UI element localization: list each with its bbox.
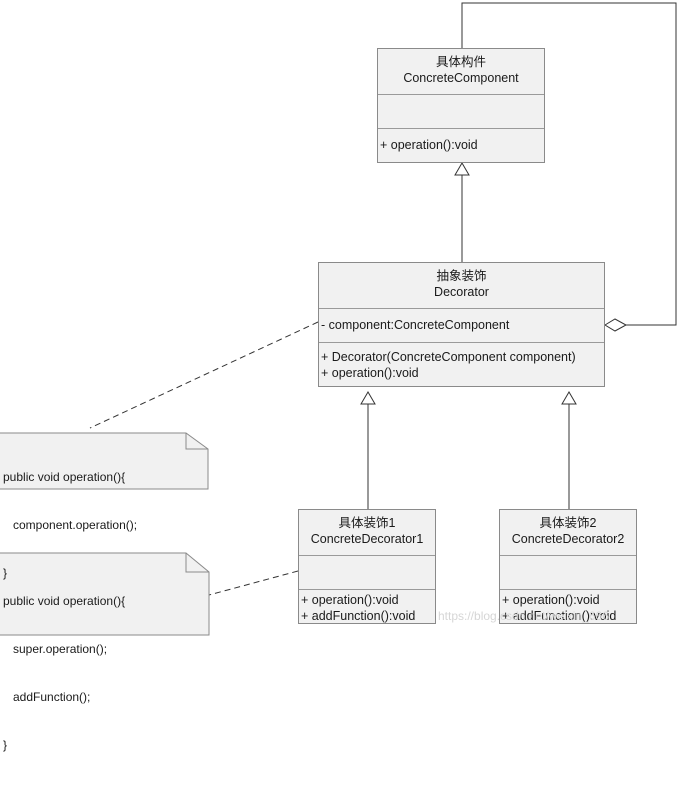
class-title-en: ConcreteDecorator1 — [310, 532, 424, 546]
note-line: super.operation(); — [3, 642, 108, 656]
note-line: public void operation(){ — [3, 594, 126, 608]
attributes-section: - component:ConcreteComponent — [319, 309, 604, 343]
attributes-section — [500, 556, 636, 590]
class-concrete-decorator2: 具体装饰2 ConcreteDecorator2 + operation():v… — [499, 509, 637, 624]
inheritance-arrow-decorator1 — [360, 391, 376, 405]
inheritance-arrow-decorator2 — [561, 391, 577, 405]
class-title-en: ConcreteDecorator2 — [511, 532, 625, 546]
class-concrete-component: 具体构件 ConcreteComponent + operation():voi… — [377, 48, 545, 163]
operation: + operation():void — [301, 593, 399, 607]
class-name: 抽象装饰 Decorator — [319, 263, 604, 309]
operation: + operation():void — [380, 138, 478, 152]
attribute: - component:ConcreteComponent — [321, 318, 510, 332]
note-line: } — [3, 738, 8, 752]
aggregation-diamond — [604, 318, 628, 332]
note2-fold — [185, 553, 209, 573]
watermark: https://blog.csdn.net/weixin_666 — [438, 609, 609, 623]
class-decorator: 抽象装饰 Decorator - component:ConcreteCompo… — [318, 262, 605, 387]
operations-section: + Decorator(ConcreteComponent component)… — [319, 343, 604, 381]
inheritance-arrow-decorator — [454, 162, 470, 176]
operation: + operation():void — [321, 366, 419, 380]
operation: + addFunction():void — [502, 609, 617, 623]
attributes-section — [299, 556, 435, 590]
note-text: public void operation(){ component.opera… — [3, 437, 137, 613]
attributes-section — [378, 95, 544, 129]
note-text: public void operation(){ super.operation… — [3, 561, 125, 785]
class-title-cn: 抽象装饰 — [436, 269, 487, 283]
note2-anchor — [208, 570, 299, 596]
note-line: } — [3, 566, 8, 580]
class-title-cn: 具体装饰2 — [539, 516, 597, 530]
class-title-en: ConcreteComponent — [403, 71, 519, 85]
class-concrete-decorator1: 具体装饰1 ConcreteDecorator1 + operation():v… — [298, 509, 436, 624]
note1-fold — [185, 433, 208, 450]
class-title-en: Decorator — [434, 285, 489, 299]
class-title-cn: 具体构件 — [435, 55, 486, 69]
class-name: 具体构件 ConcreteComponent — [378, 49, 544, 95]
operation: + Decorator(ConcreteComponent component) — [321, 350, 576, 364]
operations-section: + operation():void — [378, 129, 544, 153]
note-line: public void operation(){ — [3, 470, 126, 484]
operations-section: + operation():void + addFunction():void — [299, 590, 435, 624]
class-name: 具体装饰2 ConcreteDecorator2 — [500, 510, 636, 556]
connector-layer — [0, 2, 677, 636]
note-line: component.operation(); — [3, 518, 138, 532]
operation: + addFunction():void — [301, 609, 416, 623]
note-line: addFunction(); — [3, 690, 91, 704]
note-concrete-decorator-operation: public void operation(){ super.operation… — [0, 557, 209, 752]
aggregation-line — [461, 2, 677, 326]
note1-anchor — [89, 321, 319, 429]
operation: + operation():void — [502, 593, 600, 607]
class-title-cn: 具体装饰1 — [338, 516, 396, 530]
note-decorator-operation: public void operation(){ component.opera… — [0, 433, 208, 580]
class-name: 具体装饰1 ConcreteDecorator1 — [299, 510, 435, 556]
operations-section: + operation():void + addFunction():void — [500, 590, 636, 624]
